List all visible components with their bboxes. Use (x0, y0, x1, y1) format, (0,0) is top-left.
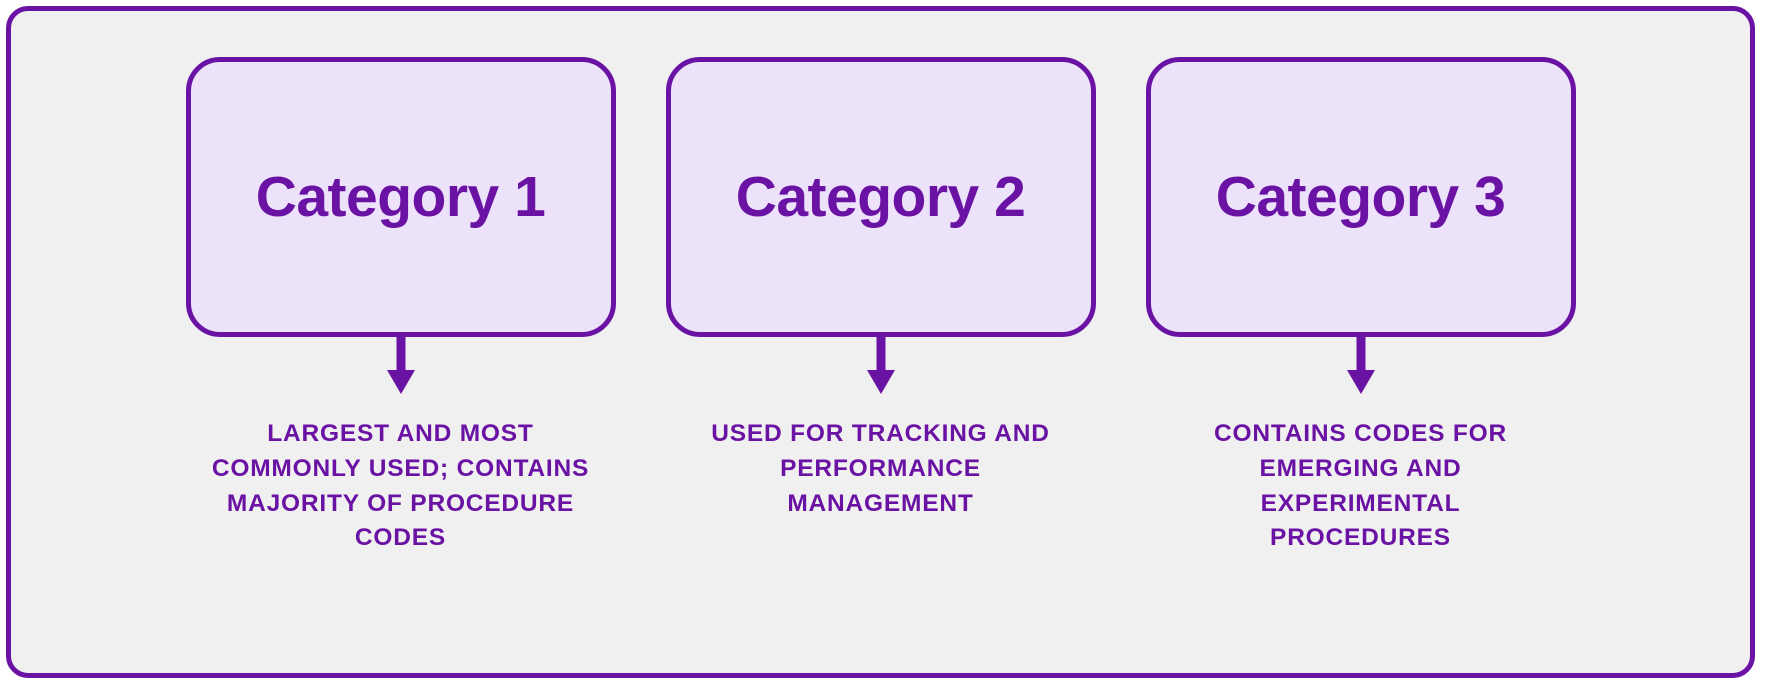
category-column-1: Category 1 Largest and most commonly use… (166, 57, 636, 556)
arrow-down-icon (1346, 337, 1375, 394)
category-card-3[interactable]: Category 3 (1145, 57, 1576, 337)
category-column-2: Category 2 Used for tracking and perform… (646, 57, 1116, 521)
category-card-title: Category 2 (735, 164, 1026, 229)
category-card-title: Category 1 (255, 164, 546, 229)
arrow-down-icon (386, 337, 415, 394)
arrow-down-icon (866, 337, 895, 394)
category-card-1[interactable]: Category 1 (185, 57, 616, 337)
category-card-2[interactable]: Category 2 (665, 57, 1096, 337)
category-caption: Used for tracking and performance manage… (711, 420, 1050, 517)
category-caption: Largest and most commonly used; contains… (211, 420, 590, 552)
diagram-frame: Category 1 Largest and most commonly use… (6, 6, 1755, 678)
category-column-3: Category 3 Contains codes for emerging a… (1126, 57, 1596, 556)
category-columns: Category 1 Largest and most commonly use… (11, 11, 1750, 673)
category-card-title: Category 3 (1215, 164, 1506, 229)
category-caption: Contains codes for emerging and experime… (1214, 420, 1507, 552)
